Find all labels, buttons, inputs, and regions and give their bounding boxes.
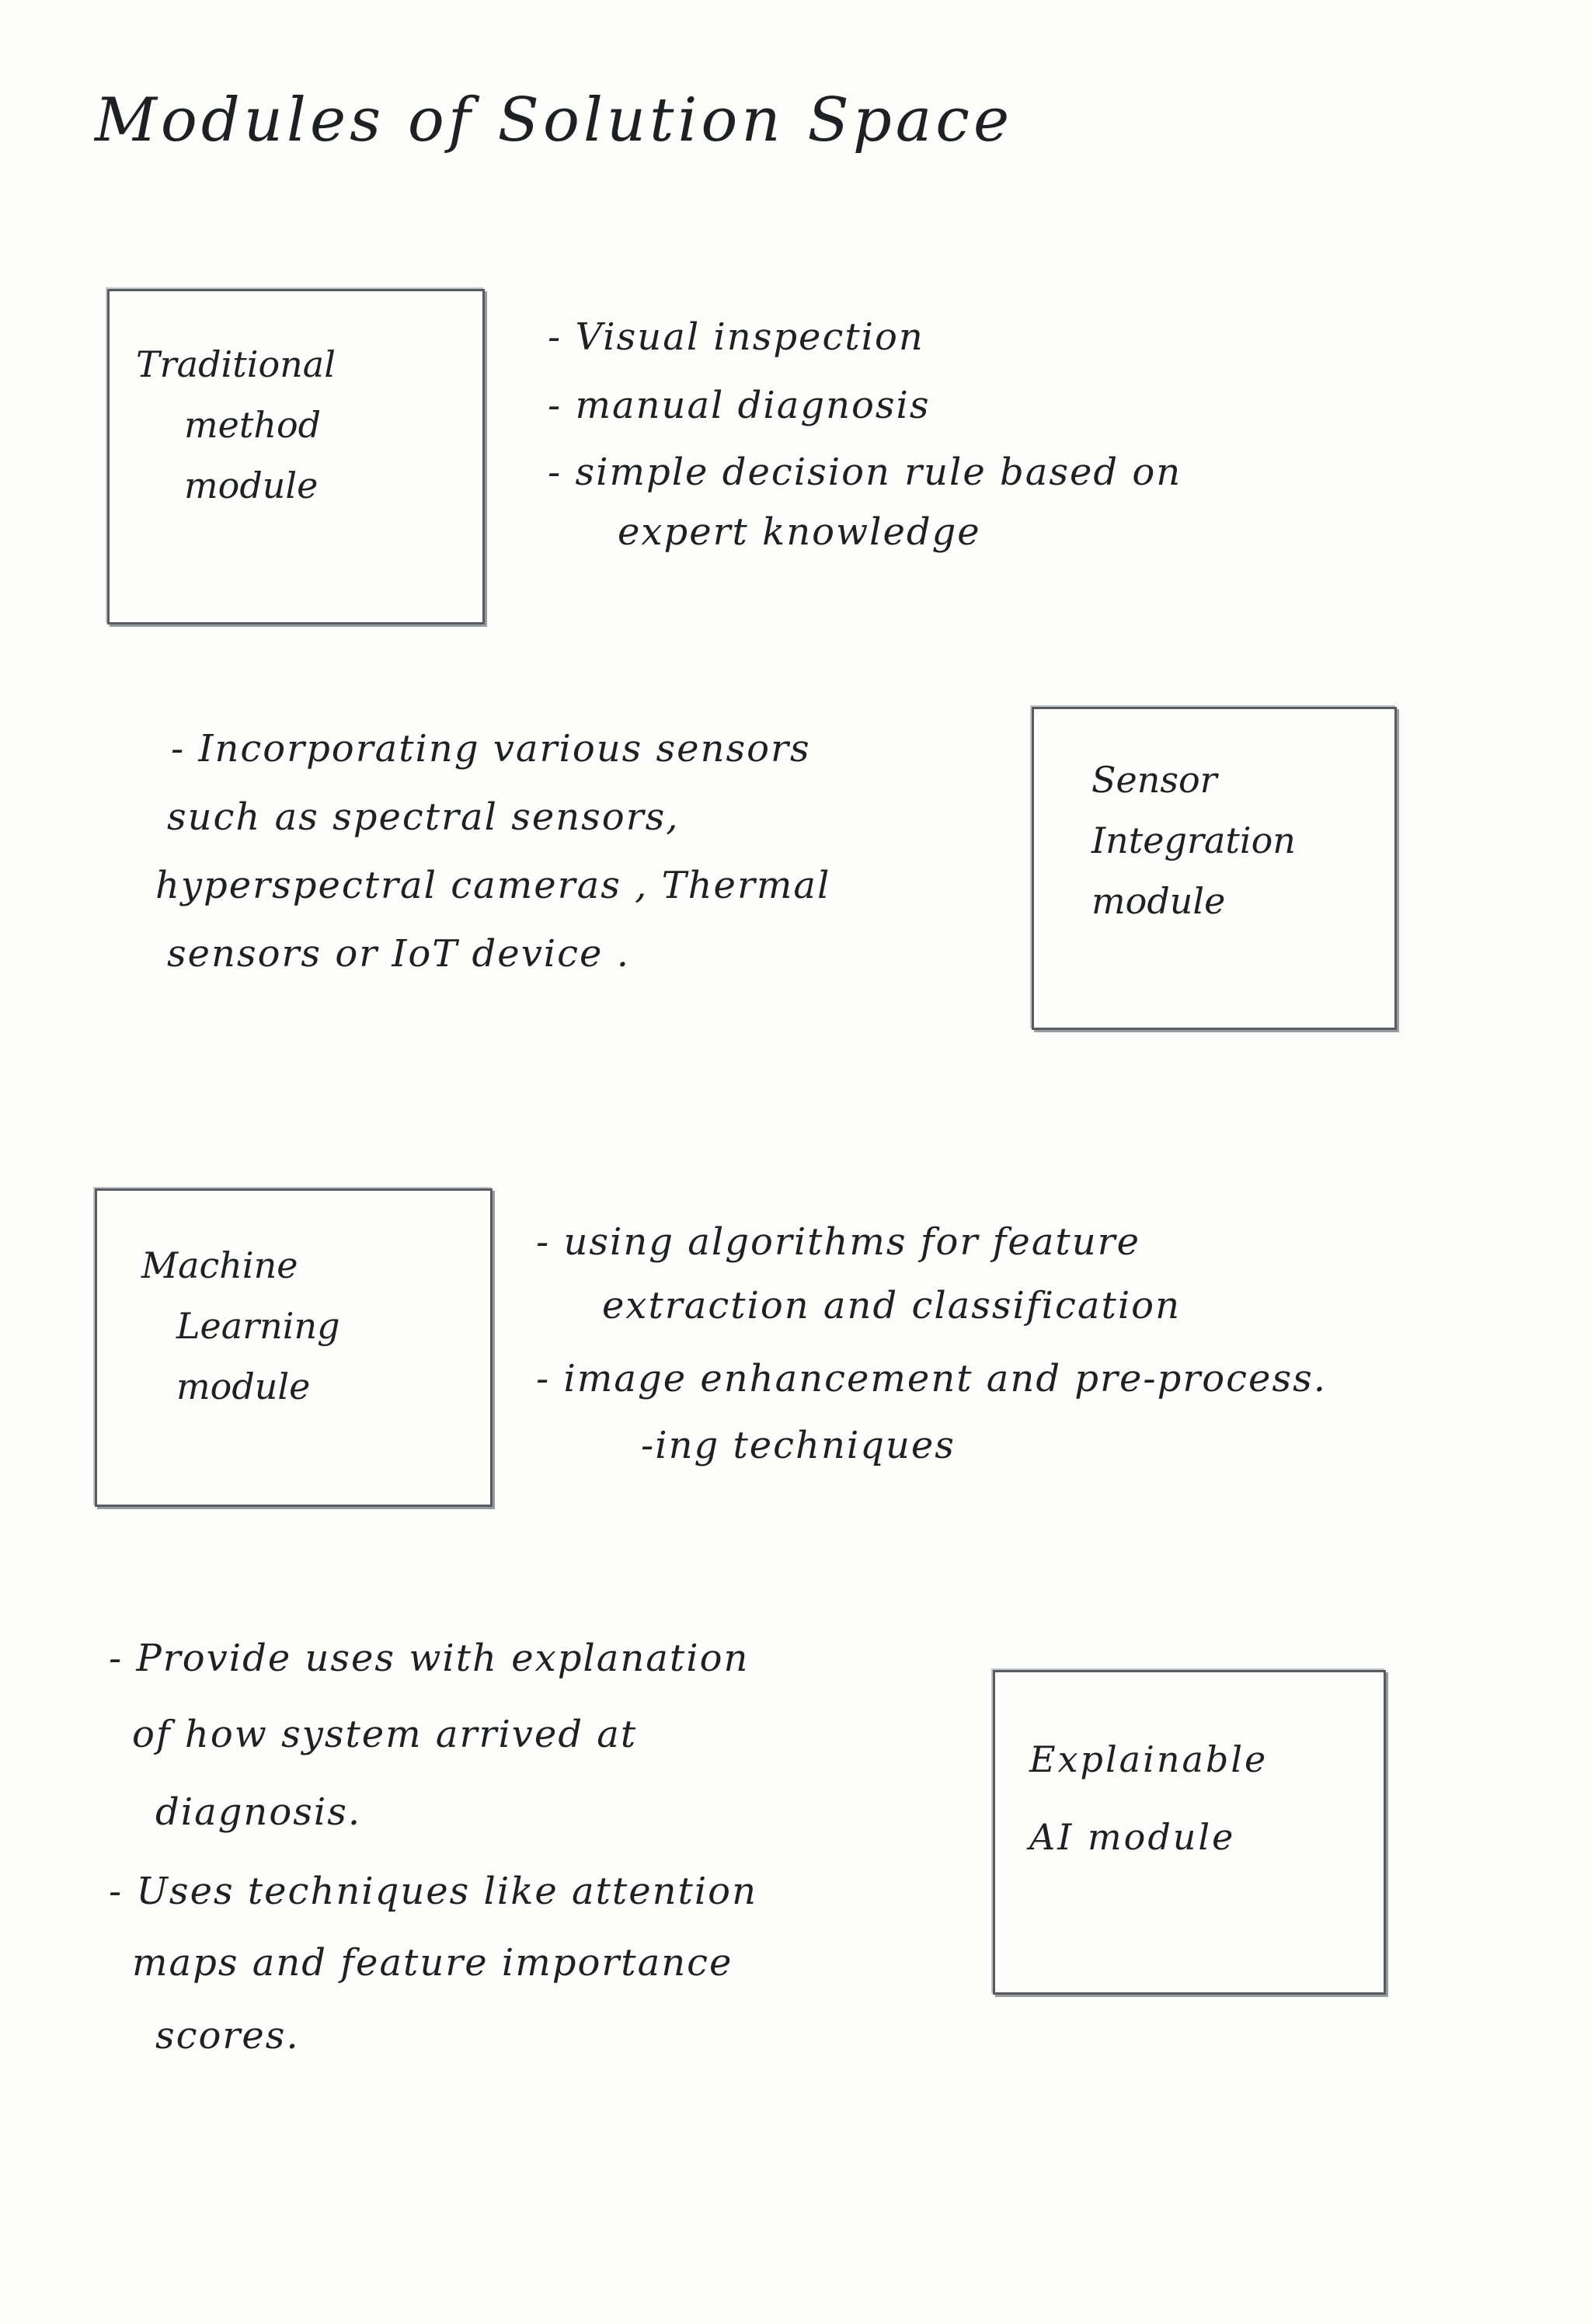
note-line: hyperspectral cameras , Thermal [155, 864, 831, 907]
note-line: - Incorporating various sensors [171, 727, 811, 771]
note-line: scores. [155, 2014, 300, 2058]
note-line: - manual diagnosis [548, 384, 931, 427]
note-line: - Uses techniques like attention [109, 1870, 757, 1913]
label-line: method [184, 404, 322, 446]
note-line: - using algorithms for feature [536, 1220, 1140, 1264]
note-line: - Visual inspection [548, 315, 924, 359]
label-line: Learning [176, 1305, 340, 1347]
note-line: sensors or IoT device . [167, 932, 630, 976]
label-line: AI module [1029, 1816, 1236, 1858]
note-line: such as spectral sensors, [167, 795, 680, 839]
explainable-ai-module-label: Explainable AI module [1029, 1720, 1268, 1876]
machine-learning-module-box [95, 1188, 493, 1507]
label-line: Traditional [136, 343, 336, 385]
note-line: expert knowledge [618, 510, 981, 554]
note-line: - image enhancement and pre-process. [536, 1357, 1327, 1400]
traditional-module-label: Traditional method module [136, 334, 336, 516]
explainable-ai-module-box [993, 1670, 1386, 1995]
label-line: module [184, 464, 319, 506]
label-line: module [1091, 880, 1226, 922]
machine-learning-module-notes: - using algorithms for feature extractio… [536, 1208, 1327, 1469]
page-title: Modules of Solution Space [95, 85, 1014, 155]
machine-learning-module-label: Machine Learning module [141, 1235, 340, 1417]
label-line: Machine [141, 1244, 298, 1286]
note-line: maps and feature importance [132, 1941, 733, 1985]
traditional-module-box [107, 289, 485, 624]
sensor-integration-module-label: Sensor Integration module [1091, 750, 1296, 931]
note-line: diagnosis. [155, 1790, 362, 1834]
note-line: -ing techniques [641, 1424, 956, 1467]
label-line: Explainable [1029, 1738, 1269, 1780]
label-line: module [176, 1366, 311, 1407]
note-line: extraction and classification [602, 1284, 1181, 1327]
explainable-ai-module-notes: - Provide uses with explanation of how s… [109, 1619, 757, 2076]
sensor-integration-module-box [1032, 707, 1397, 1030]
note-line: of how system arrived at [132, 1713, 638, 1756]
label-line: Integration [1091, 819, 1296, 861]
sensor-integration-module-notes: - Incorporating various sensors such as … [155, 715, 830, 988]
note-line: - Provide uses with explanation [109, 1637, 750, 1680]
note-line: - simple decision rule based on [548, 451, 1182, 494]
traditional-module-notes: - Visual inspection - manual diagnosis -… [548, 303, 1182, 559]
label-line: Sensor [1091, 759, 1217, 801]
